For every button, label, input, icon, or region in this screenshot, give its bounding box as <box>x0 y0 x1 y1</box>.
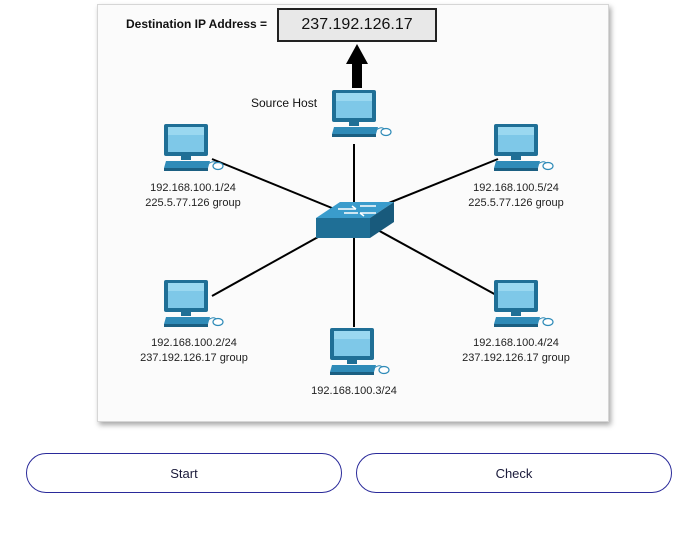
host-1-label: 192.168.100.1/24 225.5.77.126 group <box>134 181 252 211</box>
host-5-label: 192.168.100.5/24 225.5.77.126 group <box>455 181 577 211</box>
host-2-group: 237.192.126.17 group <box>140 352 248 364</box>
host-5-ip: 192.168.100.5/24 <box>473 182 559 194</box>
source-host-computer-icon <box>331 89 392 138</box>
host-2-ip: 192.168.100.2/24 <box>151 337 237 349</box>
destination-ip-label: Destination IP Address = <box>126 17 268 31</box>
start-button[interactable]: Start <box>26 453 342 493</box>
host-5-computer-icon <box>493 123 554 172</box>
host-2-label: 192.168.100.2/24 237.192.126.17 group <box>128 336 260 366</box>
switch-icon <box>316 202 394 238</box>
host-4-group: 237.192.126.17 group <box>462 352 570 364</box>
destination-ip-value: 237.192.126.17 <box>277 8 437 42</box>
host-4-computer-icon <box>493 279 554 328</box>
source-host-label: Source Host <box>251 96 318 110</box>
host-4-ip: 192.168.100.4/24 <box>473 337 559 349</box>
check-button[interactable]: Check <box>356 453 672 493</box>
host-3-computer-icon <box>329 327 390 376</box>
up-arrow-icon <box>346 44 368 88</box>
network-topology-diagram <box>163 44 554 376</box>
host-3-label: 192.168.100.3/24 <box>298 384 410 399</box>
host-1-ip: 192.168.100.1/24 <box>150 182 236 194</box>
host-2-computer-icon <box>163 279 224 328</box>
host-3-ip: 192.168.100.3/24 <box>311 385 397 397</box>
host-5-group: 225.5.77.126 group <box>468 197 564 209</box>
host-1-computer-icon <box>163 123 224 172</box>
host-4-label: 192.168.100.4/24 237.192.126.17 group <box>450 336 582 366</box>
host-1-group: 225.5.77.126 group <box>145 197 241 209</box>
link-host-1 <box>211 158 355 218</box>
